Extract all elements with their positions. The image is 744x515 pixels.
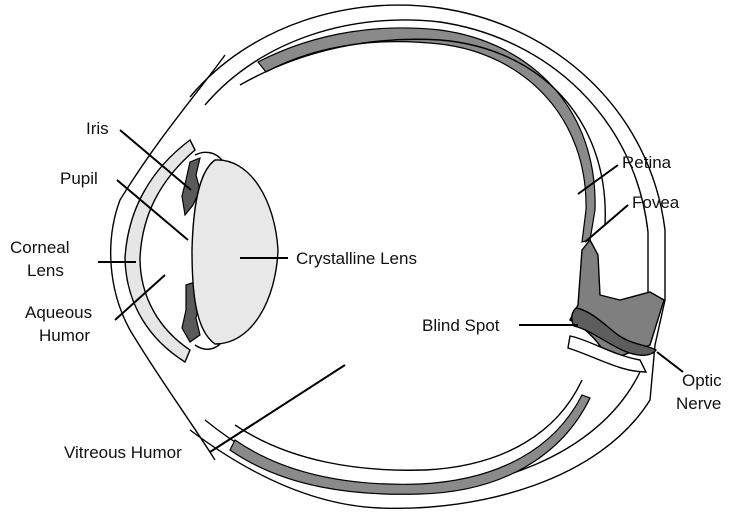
leader-vitreous xyxy=(210,365,345,452)
label-fovea: Fovea xyxy=(632,193,680,212)
label-aqueous-1: Aqueous xyxy=(25,303,92,322)
label-aqueous-2: Humor xyxy=(39,326,90,345)
crystalline-lens xyxy=(192,160,278,344)
sclera-inner-lower xyxy=(205,372,640,492)
label-optic-1: Optic xyxy=(682,371,722,390)
label-iris: Iris xyxy=(86,119,109,138)
label-optic-2: Nerve xyxy=(676,394,721,413)
choroid-inner xyxy=(240,39,605,225)
label-pupil: Pupil xyxy=(60,169,98,188)
label-retina: Retina xyxy=(622,153,672,172)
label-vitreous: Vitreous Humor xyxy=(64,443,182,462)
retina-layer-lower xyxy=(230,395,590,494)
leader-optic xyxy=(657,352,683,372)
label-corneal-1: Corneal xyxy=(10,238,70,257)
retina-layer xyxy=(258,28,595,242)
label-corneal-2: Lens xyxy=(27,261,64,280)
label-crystalline: Crystalline Lens xyxy=(296,249,417,268)
label-blind-spot: Blind Spot xyxy=(422,316,500,335)
